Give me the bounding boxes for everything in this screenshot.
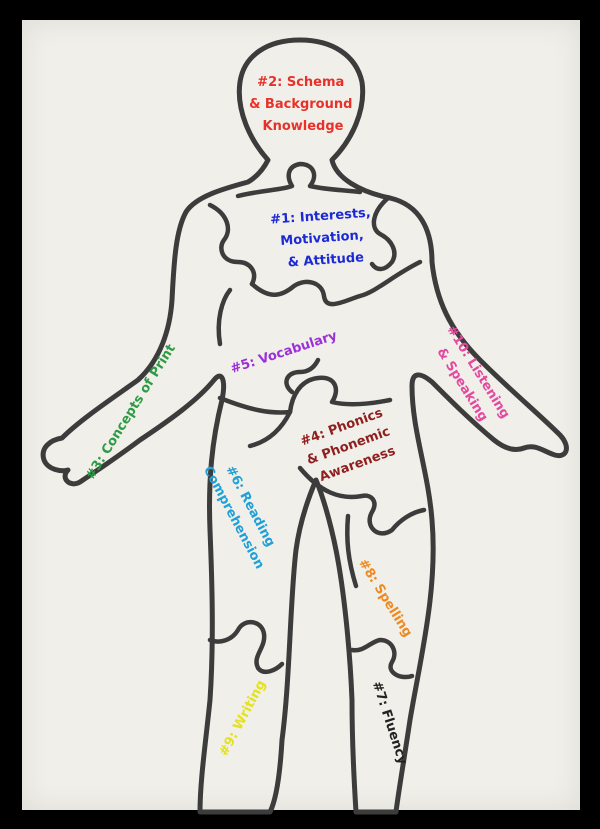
label-vocabulary: #5: Vocabulary: [229, 328, 340, 377]
label-fluency: #7: Fluency: [369, 679, 410, 766]
label-spelling: #8: Spelling: [355, 556, 415, 639]
label-interests: #1: Interests, Motivation, & Attitude: [270, 205, 379, 271]
label-schema: #2: Schema & Background Knowledge: [249, 75, 357, 134]
label-phonics: #4: Phonics & Phonemic Awareness: [298, 404, 403, 487]
label-reading: #6: Reading Comprehension: [200, 454, 285, 571]
label-concepts: #3: Concepts of Print: [83, 342, 179, 483]
label-listening: #10: Listening & Speaking: [426, 323, 515, 436]
label-writing: #9: Writing: [217, 678, 270, 759]
